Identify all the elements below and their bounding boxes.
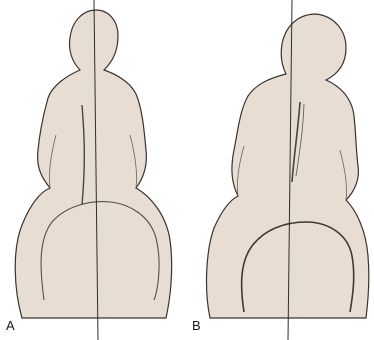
panel-a-silhouette <box>15 0 171 340</box>
panel-b-label: B <box>192 318 201 333</box>
panel-b-silhouette <box>207 0 369 340</box>
panel-a-label: A <box>6 318 15 333</box>
panel-a-body <box>15 10 171 318</box>
panel-b-body <box>207 14 369 318</box>
